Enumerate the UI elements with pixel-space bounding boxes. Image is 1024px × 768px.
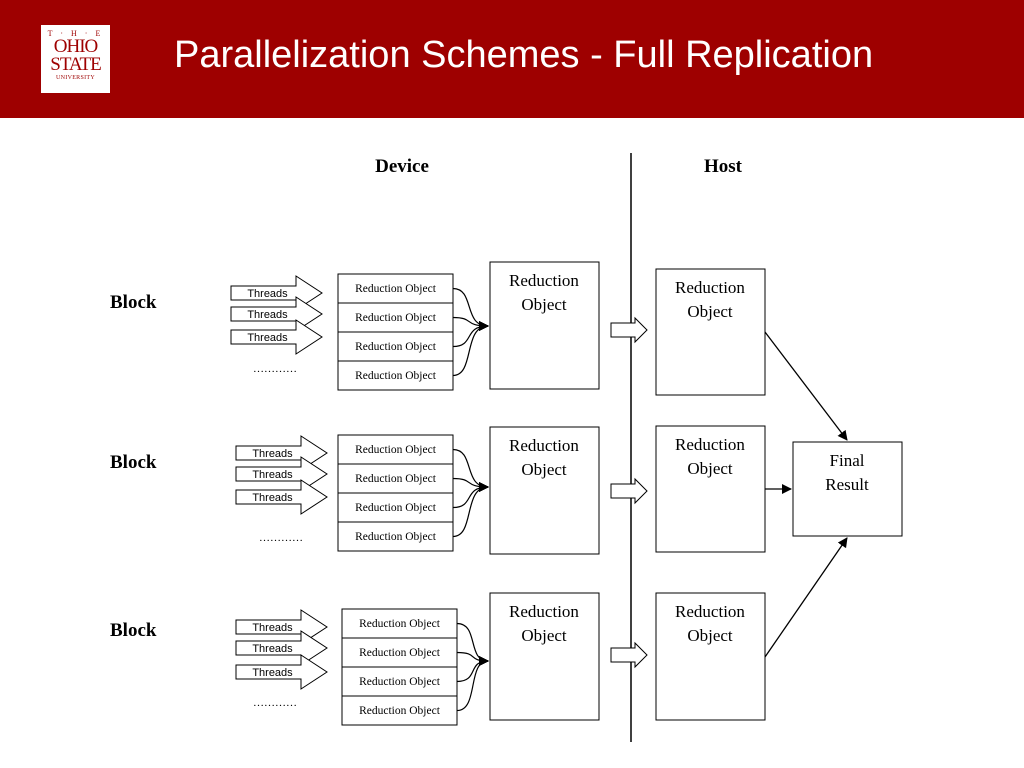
host-reduction-object-label-a-2: Reduction [675, 435, 745, 454]
device-reduction-object-label-a-2: Reduction [509, 436, 579, 455]
block-label-1: Block [110, 292, 157, 313]
host-reduction-object-label-b-2: Object [687, 459, 733, 478]
arrow-host-to-final-3 [764, 537, 848, 658]
host-reduction-object-label-b-1: Object [687, 302, 733, 321]
threads-ellipsis-3: ………… [253, 697, 297, 709]
final-result-label-line2: Result [825, 475, 869, 494]
small-reduction-object-label-3-3: Reduction Object [359, 676, 441, 688]
small-reduction-object-3-4 [341, 695, 458, 726]
device-reduction-object-label-b-2: Object [521, 460, 567, 479]
transfer-arrow-1 [610, 316, 648, 344]
threads-ellipsis-1: ………… [253, 363, 297, 375]
merge-arrow-3-3 [456, 656, 489, 683]
small-reduction-object-label-2-1: Reduction Object [355, 444, 437, 456]
threads-label-3-3: Threads [252, 667, 293, 679]
small-reduction-object-label-1-2: Reduction Object [355, 312, 437, 324]
small-reduction-object-2-4 [337, 521, 454, 552]
threads-ellipsis-2: ………… [259, 532, 303, 544]
small-reduction-object-1-3 [337, 331, 454, 362]
small-reduction-object-label-3-1: Reduction Object [359, 618, 441, 630]
host-reduction-object-3 [655, 592, 766, 721]
host-reduction-object-label-a-1: Reduction [675, 278, 745, 297]
device-reduction-object-label-b-3: Object [521, 626, 567, 645]
small-reduction-object-label-2-4: Reduction Object [355, 531, 437, 543]
threads-arrow-3-2 [235, 630, 328, 666]
small-reduction-object-label-2-2: Reduction Object [355, 473, 437, 485]
small-reduction-object-label-1-3: Reduction Object [355, 341, 437, 353]
host-reduction-object-2 [655, 425, 766, 553]
merge-arrow-2-4 [452, 482, 489, 538]
threads-arrow-1-3 [230, 319, 323, 355]
merge-arrow-2-3 [452, 482, 489, 509]
threads-label-1-3: Threads [247, 332, 288, 344]
merge-arrow-2-1 [452, 448, 489, 492]
block-label-2: Block [110, 452, 157, 473]
host-reduction-object-label-a-3: Reduction [675, 602, 745, 621]
transfer-arrow-3 [610, 641, 648, 669]
merge-arrow-1-3 [452, 321, 489, 348]
final-result-box [792, 441, 903, 537]
device-reduction-object-2 [489, 426, 600, 555]
merge-arrow-1-4 [452, 321, 489, 377]
threads-label-1-1: Threads [247, 288, 288, 300]
small-reduction-object-2-1 [337, 434, 454, 465]
device-reduction-object-1 [489, 261, 600, 390]
small-reduction-object-label-1-1: Reduction Object [355, 283, 437, 295]
device-reduction-object-label-b-1: Object [521, 295, 567, 314]
slide-title: Parallelization Schemes - Full Replicati… [174, 34, 874, 76]
small-reduction-object-label-1-4: Reduction Object [355, 370, 437, 382]
threads-label-3-1: Threads [252, 622, 293, 634]
small-reduction-object-label-3-2: Reduction Object [359, 647, 441, 659]
small-reduction-object-3-2 [341, 637, 458, 668]
threads-arrow-3-3 [235, 654, 328, 690]
arrow-host-to-final-1 [764, 331, 848, 441]
small-reduction-object-label-3-4: Reduction Object [359, 705, 441, 717]
block-label-3: Block [110, 620, 157, 641]
small-reduction-object-2-3 [337, 492, 454, 523]
threads-label-1-2: Threads [247, 309, 288, 321]
device-reduction-object-label-a-1: Reduction [509, 271, 579, 290]
transfer-arrow-2 [610, 477, 648, 505]
device-label: Device [375, 156, 429, 177]
device-reduction-object-label-a-3: Reduction [509, 602, 579, 621]
header-bar: T · H · E OHIO STATE UNIVERSITY Parallel… [0, 0, 1024, 118]
final-result-label-line1: Final [830, 451, 865, 470]
small-reduction-object-1-2 [337, 302, 454, 333]
host-reduction-object-label-b-3: Object [687, 626, 733, 645]
host-reduction-object-1 [655, 268, 766, 396]
ohio-state-logo: T · H · E OHIO STATE UNIVERSITY [41, 25, 110, 93]
merge-arrow-3-4 [456, 656, 489, 712]
merge-arrow-3-1 [456, 622, 489, 666]
device-reduction-object-3 [489, 592, 600, 721]
threads-label-2-3: Threads [252, 492, 293, 504]
merge-arrow-1-1 [452, 287, 489, 331]
threads-arrow-2-3 [235, 479, 328, 515]
threads-label-2-1: Threads [252, 448, 293, 460]
host-label: Host [704, 156, 743, 177]
small-reduction-object-label-2-3: Reduction Object [355, 502, 437, 514]
threads-label-3-2: Threads [252, 643, 293, 655]
threads-label-2-2: Threads [252, 469, 293, 481]
